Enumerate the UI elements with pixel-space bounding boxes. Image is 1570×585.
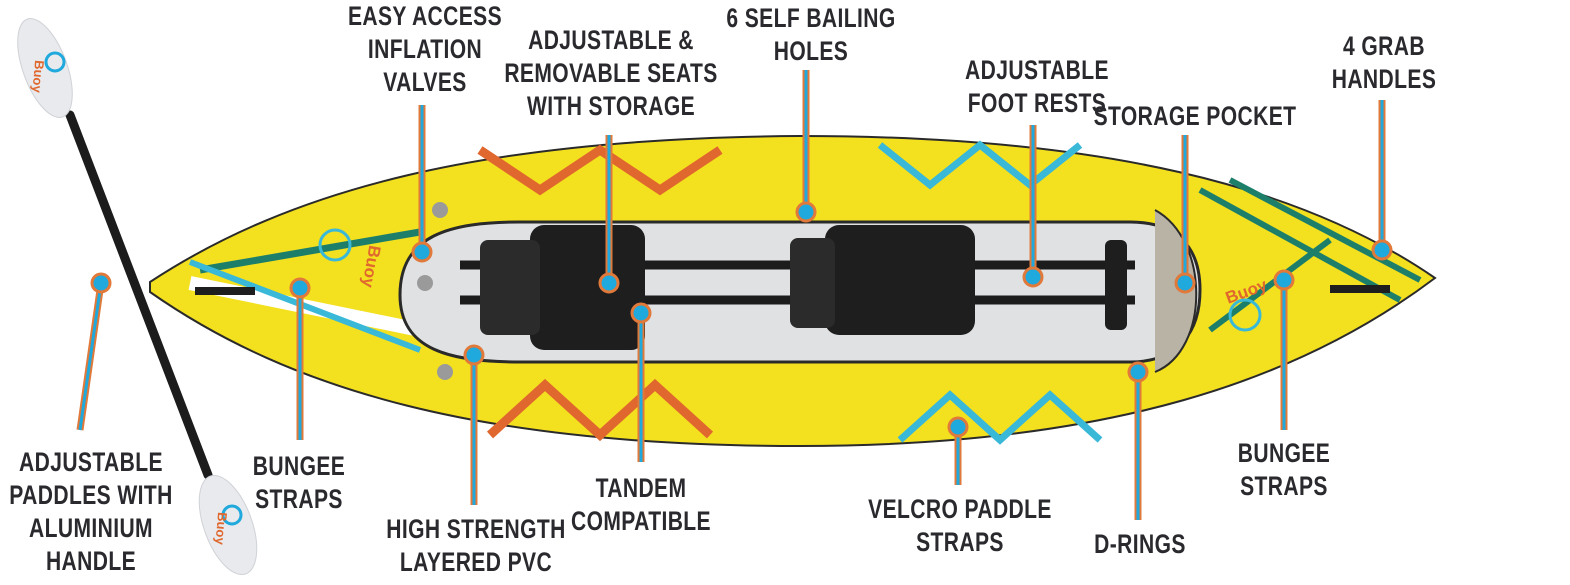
callout-text-line: ADJUSTABLE <box>965 55 1109 85</box>
callout-text-line: ADJUSTABLE & <box>528 25 694 55</box>
grab-handle <box>1330 285 1390 293</box>
callout-dot-pvc <box>463 344 485 366</box>
callout-text-line: HIGH STRENGTH <box>386 514 566 544</box>
callout-dot-seats <box>598 272 620 294</box>
callout-text-line: BUNGEE <box>252 451 346 481</box>
paddle-blade-top <box>17 18 73 118</box>
callout-leaders <box>76 70 1393 520</box>
callout-text-line: ALUMINIUM <box>28 513 153 543</box>
callout-dot-bailing <box>795 201 817 223</box>
callout-dot-paddles <box>90 272 112 294</box>
callout-dot-valves <box>411 241 433 263</box>
callout-dot-handles <box>1371 239 1393 261</box>
callout-dot-velcro <box>947 416 969 438</box>
brand-logo-paddle-top: Buoy <box>29 59 48 94</box>
callout-text-line: HANDLES <box>1331 64 1437 94</box>
callout-text-line: STORAGE POCKET <box>1093 101 1297 131</box>
callout-text-line: VELCRO PADDLE <box>868 494 1052 524</box>
callout-text-line: VALVES <box>383 67 467 97</box>
callout-text-line: LAYERED PVC <box>399 547 553 577</box>
callout-dot-pocket <box>1174 272 1196 294</box>
callout-text-line: COMPATIBLE <box>570 506 712 536</box>
callout-text-line: INFLATION <box>367 34 483 64</box>
callout-text-line: BUNGEE <box>1237 438 1331 468</box>
callout-dot-bungee-right <box>1273 269 1295 291</box>
paddle <box>17 18 258 576</box>
brand-logo-paddle-bottom: Buoy <box>212 511 231 546</box>
callout-text-line: HOLES <box>773 36 849 66</box>
paddle-blade-bottom <box>198 474 258 576</box>
callout-dot-footrests <box>1022 266 1044 288</box>
callout-text-line: D-RINGS <box>1094 529 1186 559</box>
callout-label-drings: D-RINGS <box>1094 528 1186 561</box>
callout-text-line: WITH STORAGE <box>526 91 696 121</box>
callout-text-line: 6 SELF BAILING <box>726 3 896 33</box>
callout-text-line: TANDEM <box>595 473 687 503</box>
foot-rest <box>1105 240 1127 330</box>
rear-seat <box>825 225 975 335</box>
callout-text-line: ADJUSTABLE <box>19 447 163 477</box>
front-seat <box>530 225 645 350</box>
leader-line-paddles <box>78 282 103 431</box>
callout-text-line: EASY ACCESS <box>347 1 503 31</box>
grab-handle <box>195 287 255 295</box>
callout-label-pocket: STORAGE POCKET <box>1094 100 1297 133</box>
callout-text-line: STRAPS <box>1240 471 1328 501</box>
callout-text-line: FOOT RESTS <box>967 88 1107 118</box>
callout-text-line: 4 GRAB <box>1343 31 1425 61</box>
callout-text-line: REMOVABLE SEATS <box>504 58 718 88</box>
callout-text-line: PADDLES WITH <box>9 480 173 510</box>
callout-dot-drings <box>1127 361 1149 383</box>
callout-text-line: STRAPS <box>255 484 343 514</box>
callout-text-line: STRAPS <box>916 527 1004 557</box>
callout-dot-tandem <box>630 302 652 324</box>
callout-text-line: HANDLE <box>45 546 137 576</box>
callout-dot-bungee-left <box>289 277 311 299</box>
